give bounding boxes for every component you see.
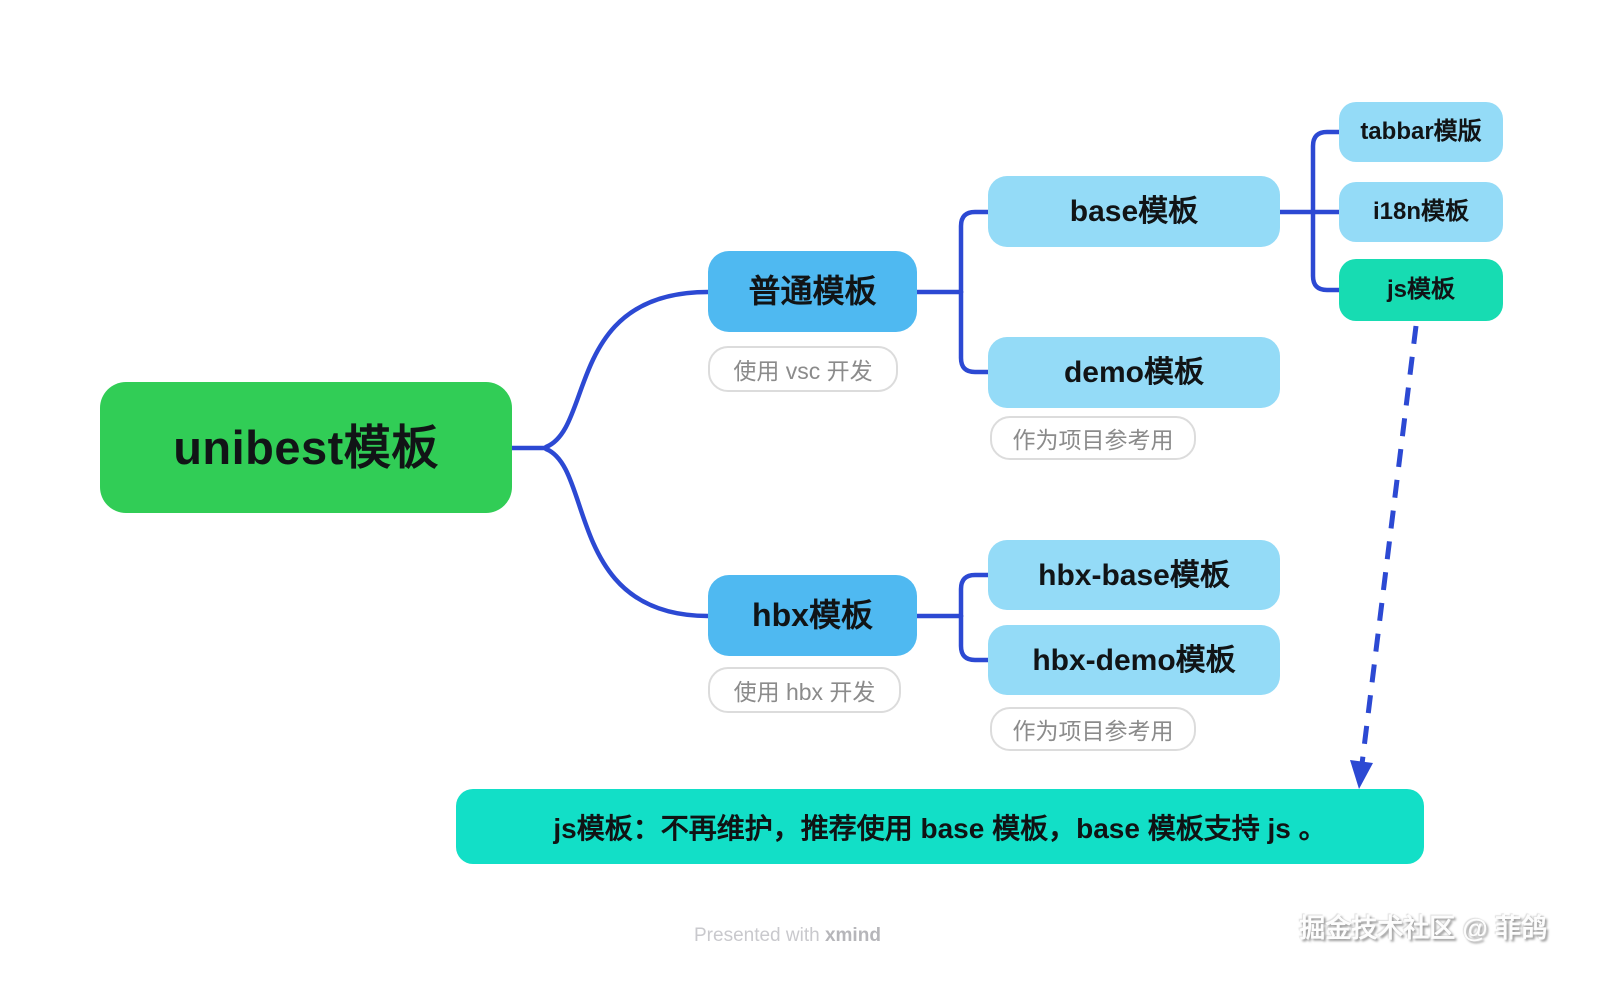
leaf-node-js-label: js模板 [1386,275,1455,303]
note-demo-reference: 作为项目参考用 [990,416,1196,460]
relationship-arrow-line [1359,325,1419,765]
note-hbx-dev: 使用 hbx 开发 [708,667,901,713]
leaf-node-i18n-label: i18n模板 [1372,197,1470,225]
leaf-node-js[interactable]: js模板 [1339,259,1503,321]
connector-base-to-js [1310,209,1342,293]
watermark-juejin-label: 掘金技术社区 @ 菲鸽 [1299,913,1547,943]
child-node-hbx-base[interactable]: hbx-base模板 [988,540,1280,610]
branch-node-putong[interactable]: 普通模板 [708,251,917,332]
presented-with-xmind: Presented with xmind [694,925,881,947]
child-node-hbx-demo[interactable]: hbx-demo模板 [988,625,1280,695]
connector-putong-to-demo [958,289,991,375]
branch-node-hbx-label: hbx模板 [752,596,873,633]
child-node-demo[interactable]: demo模板 [988,337,1280,408]
presented-with-text: Presented with [694,925,825,946]
relationship-arrow-head [1350,760,1373,789]
child-node-demo-label: demo模板 [1063,356,1204,389]
connector-base-to-tabbar [1310,129,1342,215]
callout-js-deprecated[interactable]: js模板：不再维护，推荐使用 base 模板，base 模板支持 js 。 [456,789,1424,864]
connector-root-to-hbx [543,446,711,619]
leaf-node-i18n[interactable]: i18n模板 [1339,182,1503,242]
note-vsc-dev: 使用 vsc 开发 [708,346,898,392]
note-hbx-demo-reference: 作为项目参考用 [990,707,1196,751]
note-hbx-dev-label: 使用 hbx 开发 [733,679,876,705]
child-node-base-label: base模板 [1069,195,1199,228]
watermark-juejin: 掘金技术社区 @ 菲鸽 [1299,908,1547,945]
branch-node-putong-label: 普通模板 [748,272,877,309]
note-hbx-demo-reference-label: 作为项目参考用 [1012,718,1174,744]
note-demo-reference-label: 作为项目参考用 [1012,427,1174,453]
root-node-label: unibest模板 [173,420,439,474]
connector-group [509,129,1342,663]
connector-hbx-to-hbxbase [958,572,991,619]
child-node-base[interactable]: base模板 [988,176,1280,247]
note-vsc-dev-label: 使用 vsc 开发 [733,358,873,384]
xmind-brand-text: xmind [824,925,881,946]
root-node-unibest[interactable]: unibest模板 [100,382,512,513]
connector-putong-to-base [958,209,991,295]
leaf-node-tabbar[interactable]: tabbar模版 [1339,102,1503,162]
connector-root-to-putong [543,289,711,450]
child-node-hbx-base-label: hbx-base模板 [1038,558,1230,592]
callout-js-deprecated-label: js模板：不再维护，推荐使用 base 模板，base 模板支持 js 。 [553,812,1327,844]
branch-node-hbx[interactable]: hbx模板 [708,575,917,656]
connector-hbx-to-hbxdemo [958,613,991,663]
child-node-hbx-demo-label: hbx-demo模板 [1032,643,1236,677]
leaf-node-tabbar-label: tabbar模版 [1360,117,1482,145]
